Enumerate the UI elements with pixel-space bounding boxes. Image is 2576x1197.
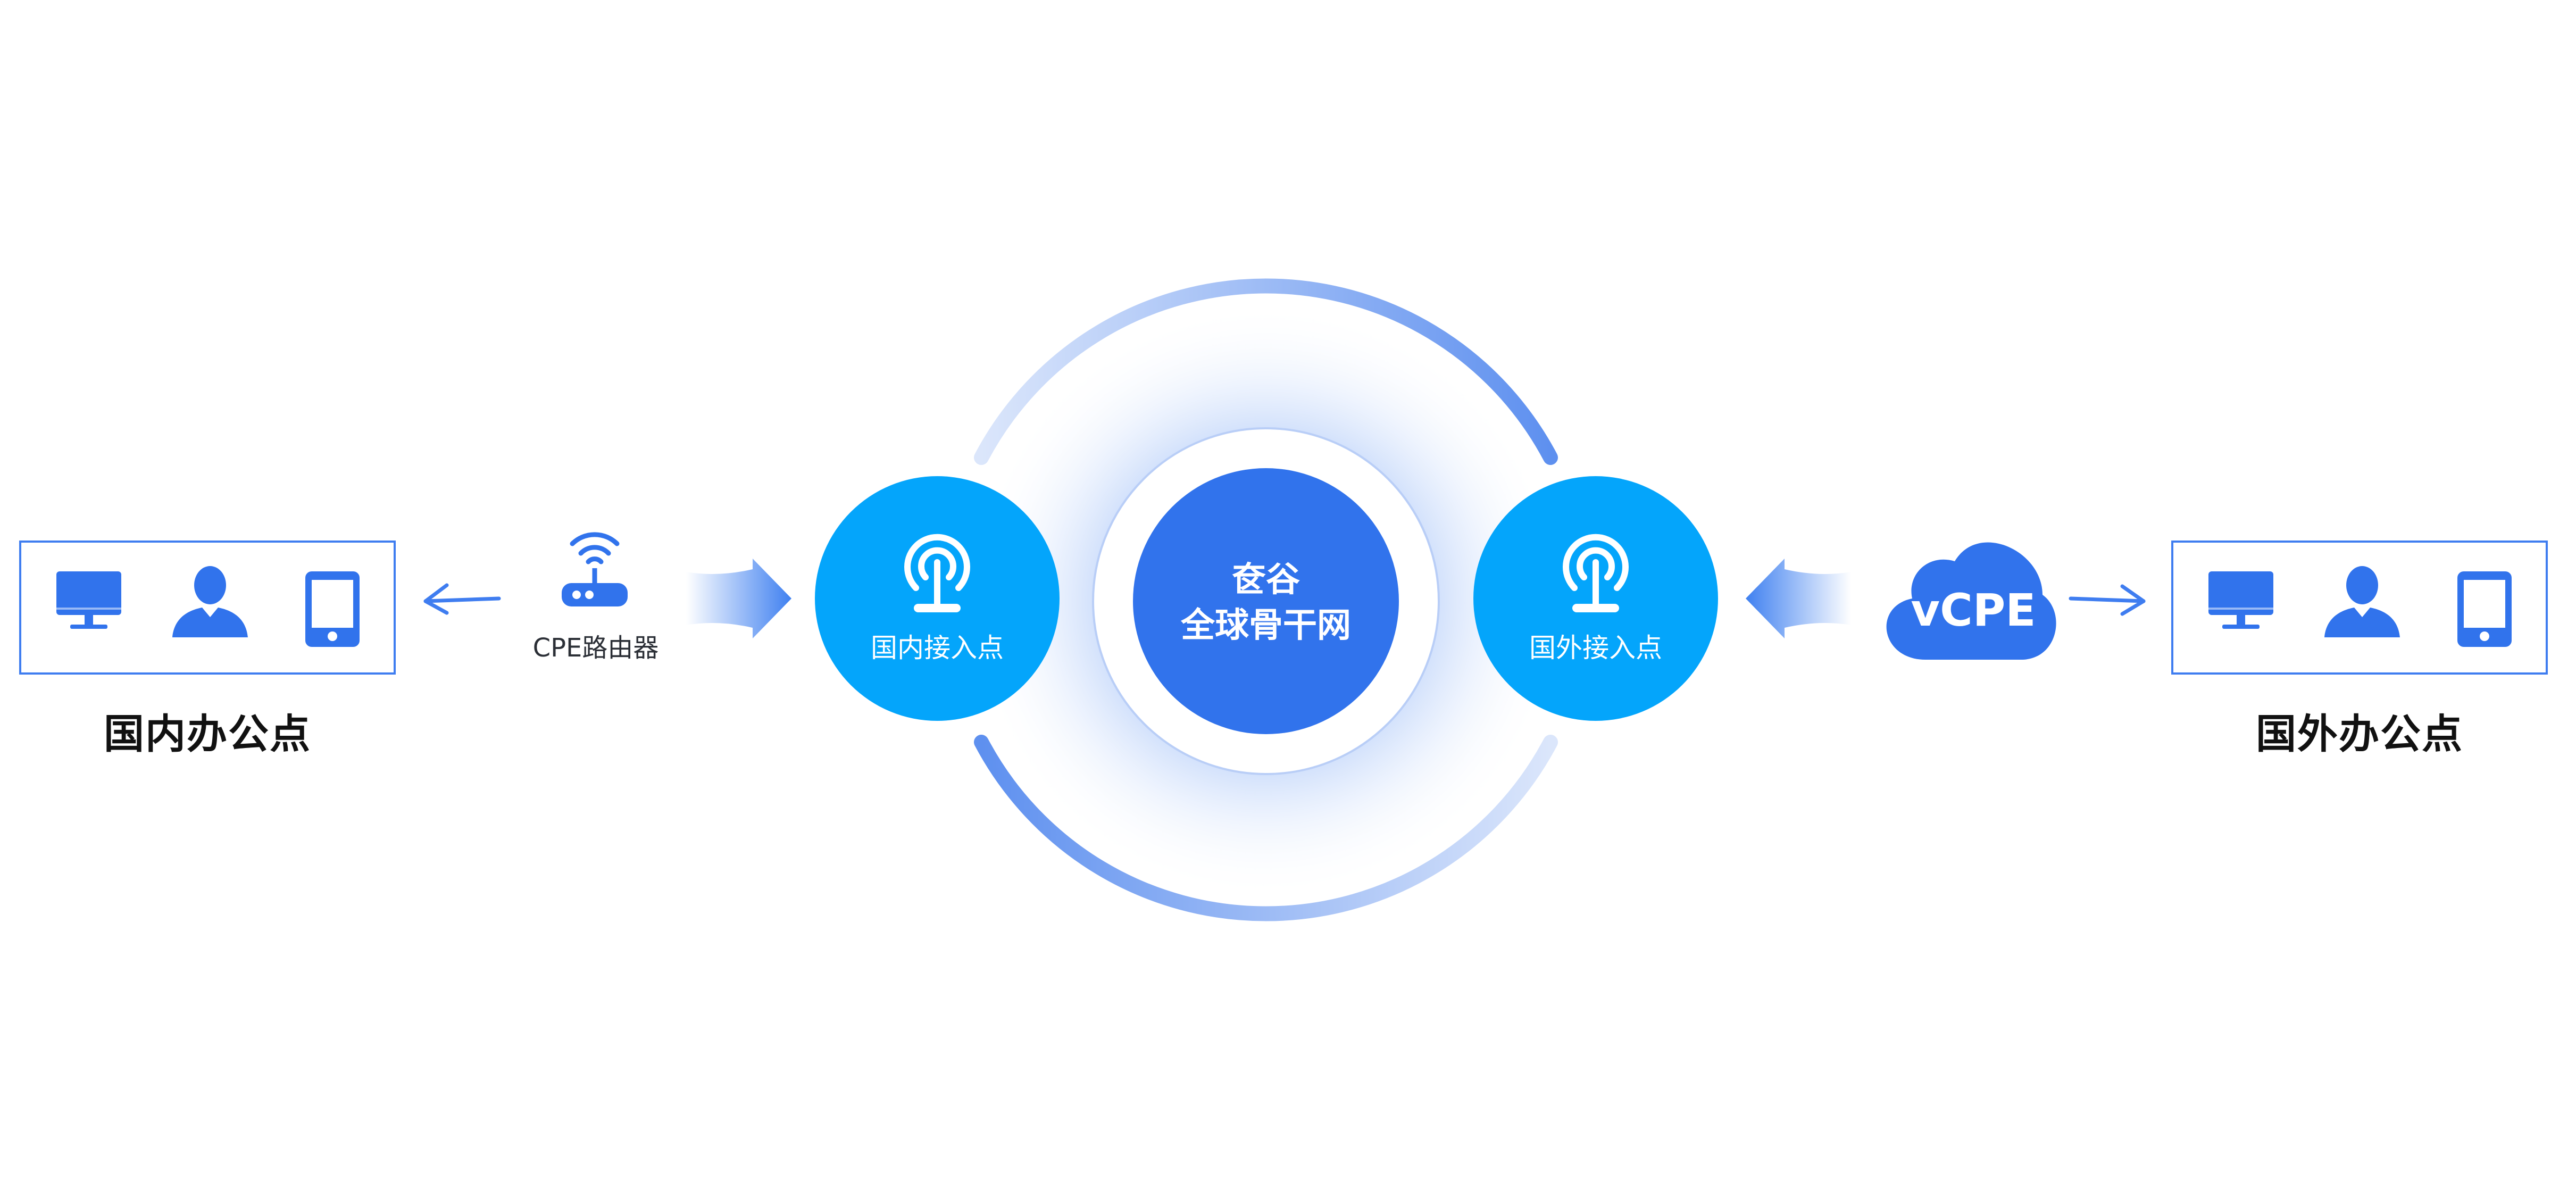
right-office-label: 国外办公点 — [2256, 710, 2463, 758]
arrow-into-foreign-node — [1746, 559, 1851, 638]
foreign-node-label: 国外接入点 — [1529, 633, 1662, 663]
monitor-icon — [2208, 571, 2273, 629]
arrow-into-domestic-node — [686, 559, 791, 638]
vcpe-label: vCPE — [1911, 584, 2036, 636]
core-label-line1: 奁谷 — [1232, 560, 1300, 600]
monitor-icon — [56, 571, 121, 629]
cloud-icon — [1886, 542, 2056, 660]
user-icon — [172, 566, 248, 637]
access-point-icon — [904, 534, 970, 612]
phone-icon — [2457, 571, 2512, 647]
left-office-box — [19, 541, 396, 675]
right-office-box — [2171, 541, 2548, 675]
core-circle — [1133, 468, 1399, 734]
user-icon — [2324, 566, 2400, 637]
access-point-icon — [1563, 534, 1629, 612]
outer-ring-bottom-arc — [974, 735, 1558, 921]
cpe-router-label: CPE路由器 — [532, 633, 659, 663]
phone-icon — [305, 571, 360, 647]
core-label-line2: 全球骨干网 — [1181, 606, 1351, 645]
domestic-node-label: 国内接入点 — [871, 633, 1004, 663]
wifi-router-icon — [562, 532, 628, 606]
left-office-label: 国内办公点 — [104, 710, 311, 758]
outer-ring-top-arc — [974, 278, 1558, 465]
arrow-to-right-office — [2069, 584, 2146, 616]
arrow-to-left-office — [423, 583, 501, 615]
